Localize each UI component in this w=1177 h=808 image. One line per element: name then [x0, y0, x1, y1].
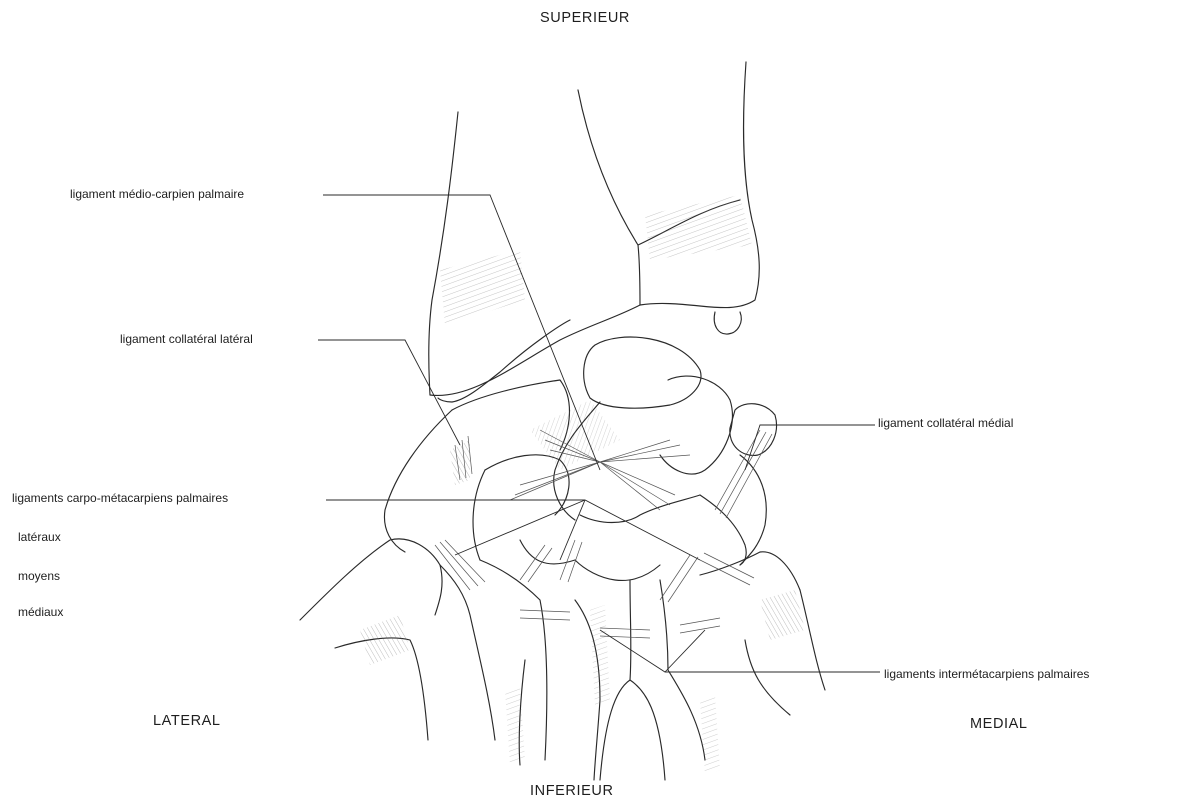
label-carpometacarpal-ligaments: ligaments carpo-métacarpiens palmaires [12, 491, 228, 505]
orientation-lateral-label: LATERAL [153, 713, 221, 729]
label-medio-carpal-ligament: ligament médio-carpien palmaire [70, 187, 244, 201]
label-lateral-collateral-ligament: ligament collatéral latéral [120, 332, 253, 346]
metacarpal-bones [300, 539, 825, 780]
ulna-bone [578, 62, 759, 334]
carpometacarpal-fibres [435, 540, 754, 602]
intermetacarpal-fibres [520, 610, 720, 638]
carpal-bones [384, 337, 776, 580]
label-carpometacarpal-medial: médiaux [18, 605, 63, 619]
radius-bone [429, 112, 640, 402]
orientation-inferior-label: INFERIEUR [530, 783, 614, 799]
label-carpometacarpal-lateral: latéraux [18, 530, 61, 544]
label-carpometacarpal-middle: moyens [18, 569, 60, 583]
orientation-medial-label: MEDIAL [970, 716, 1028, 732]
orientation-superior-label: SUPERIEUR [540, 10, 630, 26]
label-medial-collateral-ligament: ligament collatéral médial [878, 416, 1013, 430]
label-intermetacarpal-ligaments: ligaments intermétacarpiens palmaires [884, 667, 1089, 681]
medial-collateral-fibres [715, 430, 772, 518]
